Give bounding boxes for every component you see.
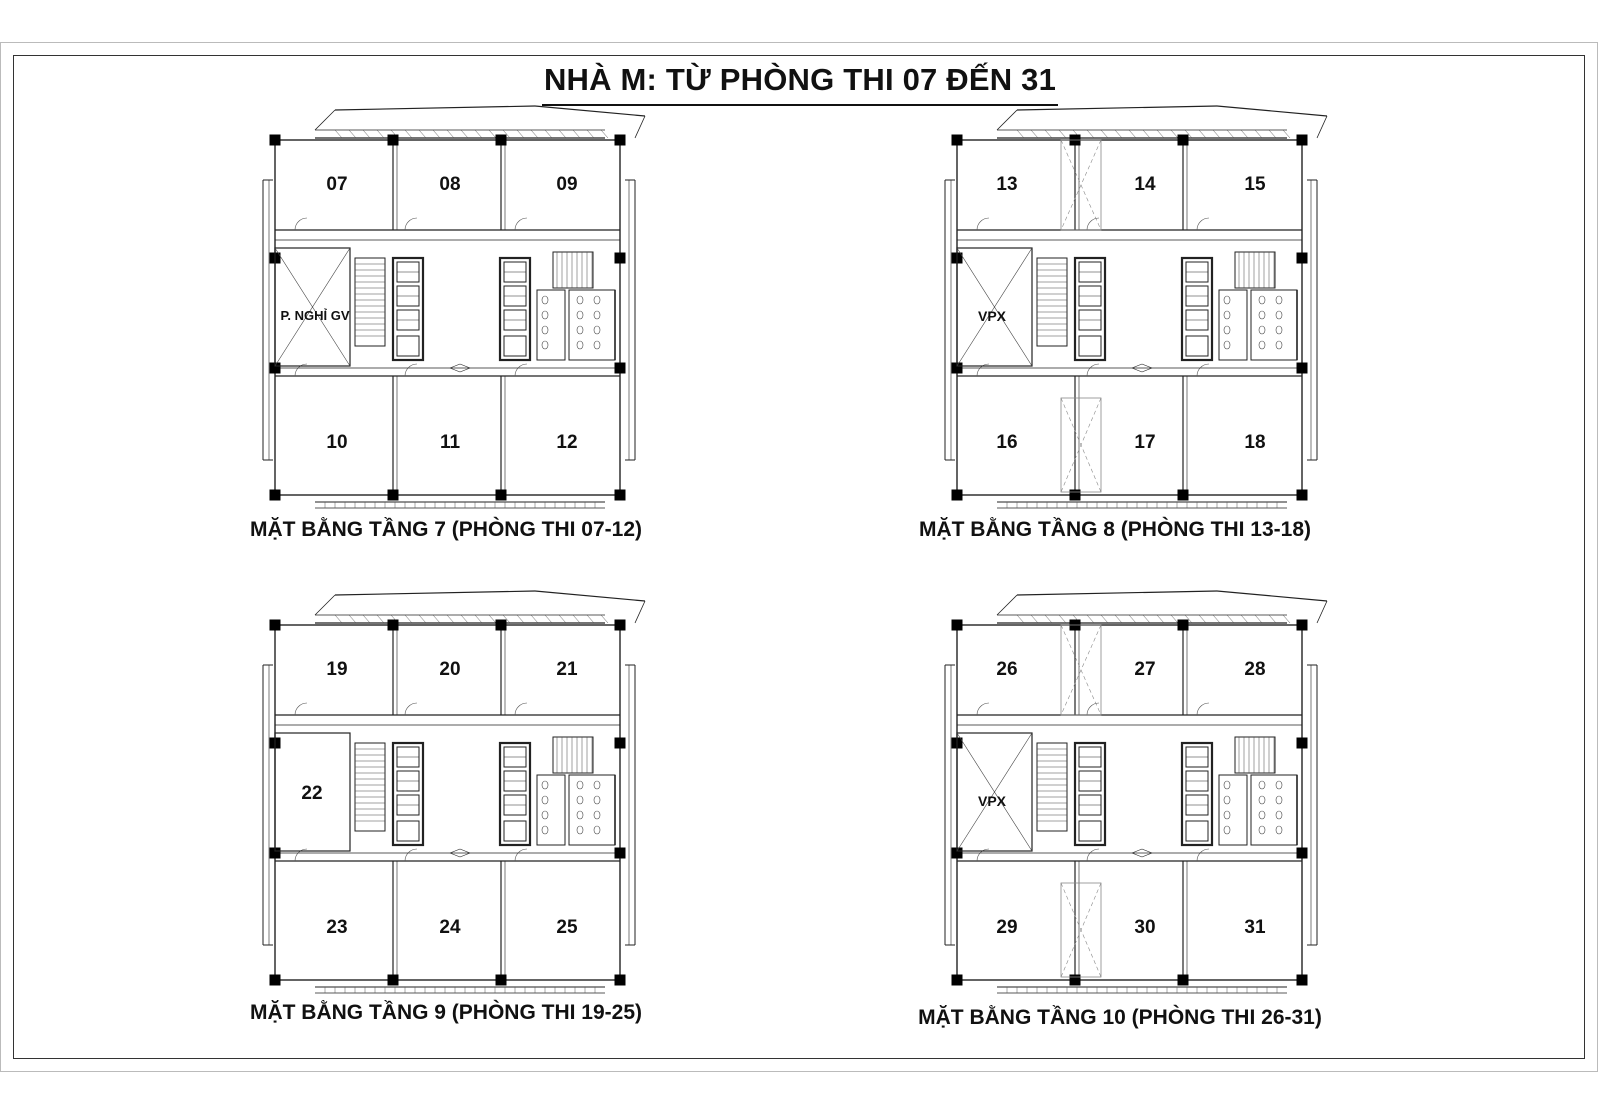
room-label: 07 bbox=[326, 174, 347, 195]
room-label: 13 bbox=[996, 174, 1017, 195]
middle-room-label: 22 bbox=[301, 783, 322, 804]
plan-caption-floor-7: MẶT BẰNG TẦNG 7 (PHÒNG THI 07-12) bbox=[249, 518, 643, 541]
middle-room-label: VPX bbox=[978, 308, 1007, 324]
plan-caption-floor-10: MẶT BẰNG TẦNG 10 (PHÒNG THI 26-31) bbox=[918, 1006, 1322, 1029]
room-label: 28 bbox=[1244, 659, 1265, 680]
room-label: 27 bbox=[1134, 659, 1155, 680]
room-label: 30 bbox=[1134, 917, 1155, 938]
room-label: 21 bbox=[556, 659, 578, 680]
room-label: 19 bbox=[326, 659, 347, 680]
room-label: 29 bbox=[996, 917, 1017, 938]
page-title: NHÀ M: TỪ PHÒNG THI 07 ĐẾN 31 bbox=[0, 62, 1600, 106]
outer-frame bbox=[0, 42, 1598, 1072]
middle-room-label: VPX bbox=[978, 793, 1007, 809]
floor-plan-2: 13 14 15 16 17 18 VPX bbox=[944, 105, 1328, 509]
room-label: 23 bbox=[326, 917, 347, 938]
floor-plan-1: 07 08 09 10 11 12 P. NGHỈ GV bbox=[262, 105, 646, 509]
plan-caption-floor-9: MẶT BẰNG TẦNG 9 (PHÒNG THI 19-25) bbox=[249, 1001, 643, 1024]
room-label: 16 bbox=[996, 432, 1017, 453]
room-label: 26 bbox=[996, 659, 1017, 680]
room-label: 14 bbox=[1134, 174, 1156, 195]
room-label: 17 bbox=[1134, 432, 1155, 453]
floor-plan-4: 26 27 28 29 30 31 VPX bbox=[944, 590, 1328, 994]
floor-plan-3: 19 20 21 23 24 25 22 bbox=[262, 590, 646, 994]
room-label: 08 bbox=[439, 174, 460, 195]
room-label: 09 bbox=[556, 174, 577, 195]
room-label: 10 bbox=[326, 432, 347, 453]
room-label: 12 bbox=[556, 432, 577, 453]
room-label: 15 bbox=[1244, 174, 1266, 195]
room-label: 20 bbox=[439, 659, 460, 680]
room-label: 24 bbox=[439, 917, 461, 938]
plan-caption-floor-8: MẶT BẰNG TẦNG 8 (PHÒNG THI 13-18) bbox=[918, 518, 1312, 541]
room-label: 18 bbox=[1244, 432, 1265, 453]
room-label: 25 bbox=[556, 917, 578, 938]
inner-frame bbox=[13, 55, 1585, 1059]
room-label: 31 bbox=[1244, 917, 1266, 938]
middle-room-label: P. NGHỈ GV bbox=[280, 308, 349, 323]
room-label: 11 bbox=[440, 432, 461, 453]
